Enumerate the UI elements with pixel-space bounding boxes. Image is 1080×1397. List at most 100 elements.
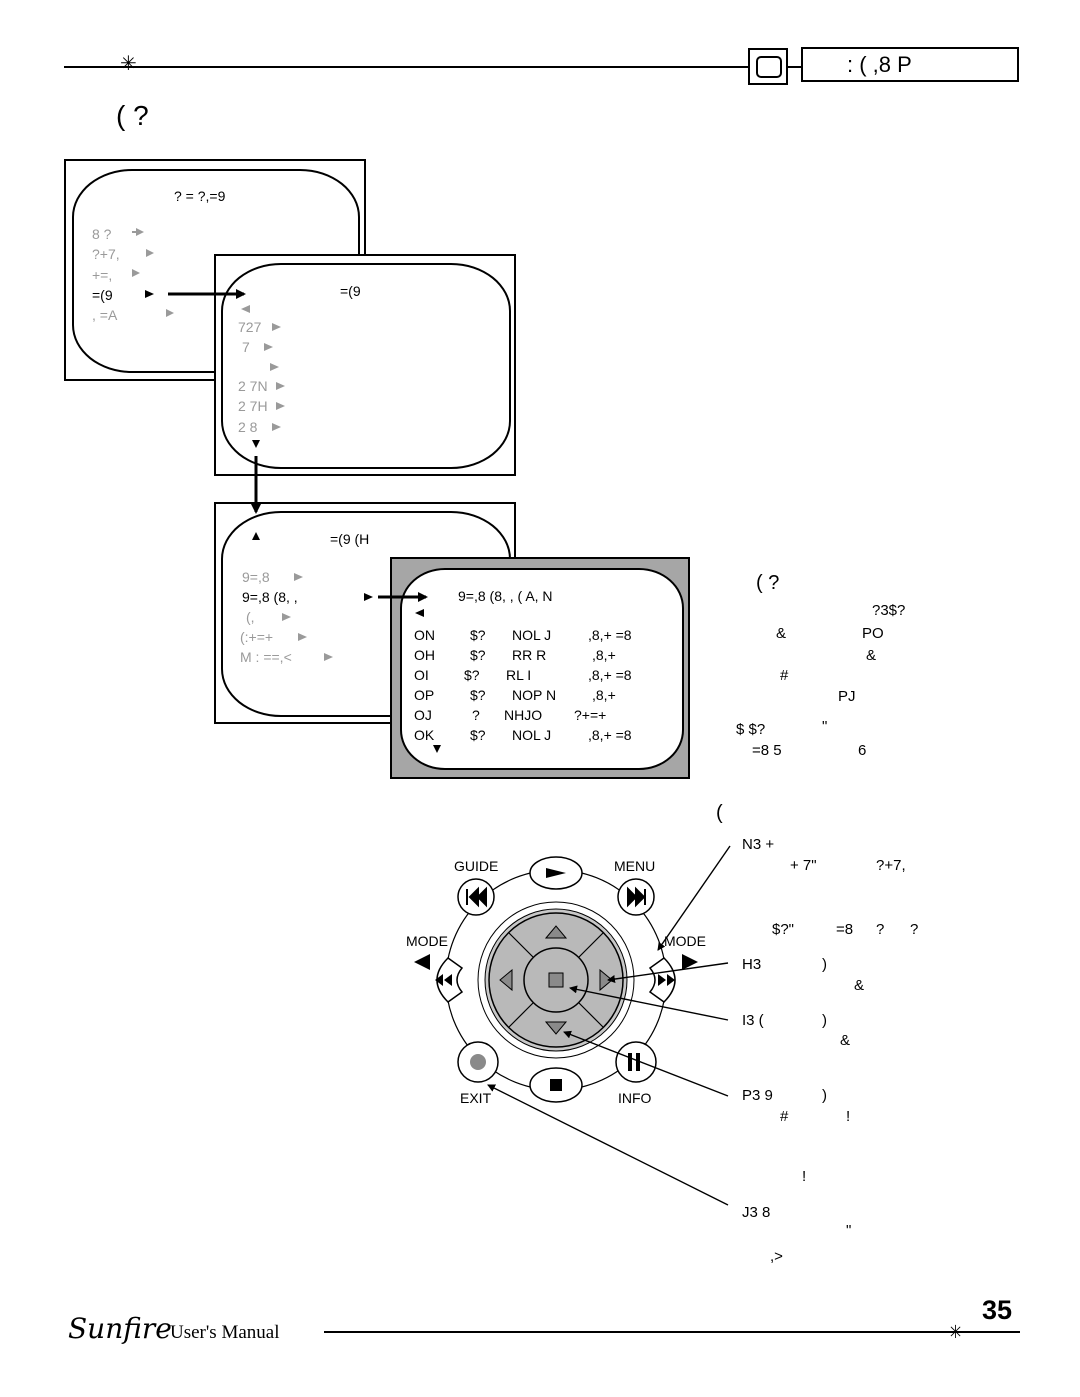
callout-lines (487, 845, 731, 1206)
right-text: & (866, 647, 877, 664)
callout-text: ) (822, 1087, 827, 1104)
mode-right-label: MODE (664, 933, 706, 949)
menu1-item: 8 ? (92, 226, 112, 242)
menu4-cell: OJ (414, 707, 432, 723)
page-number: 35 (982, 1295, 1013, 1325)
header-rule (64, 66, 754, 68)
rewind-icon (435, 974, 452, 986)
right-text: PO (862, 625, 884, 642)
menu4-cell: $? (464, 667, 480, 683)
footer-rule (324, 1331, 1020, 1333)
menu3-item: 9=,8 (242, 569, 270, 585)
right-text: $ $? (736, 721, 766, 738)
menu1-item-arrow-icons (132, 228, 174, 317)
skip-back-icon (466, 886, 487, 908)
callout-text: ! (802, 1168, 807, 1185)
right-text: & (776, 625, 787, 642)
menu4-cell: ,8,+ =8 (588, 627, 632, 643)
menu4-more-down-icon (433, 745, 441, 753)
menu4-cell: ,8,+ (592, 687, 616, 703)
menu4-cell: ?+=+ (574, 707, 607, 723)
menu1-item: +=, (92, 267, 113, 283)
menu2-item: 2 7H (238, 398, 268, 414)
callout-text: J3 8 (742, 1204, 771, 1221)
menu3-item: (:+=+ (240, 629, 274, 645)
menu-screen-2-tube (221, 263, 511, 469)
pause-icon (628, 1053, 640, 1071)
menu4-back-icon (415, 609, 424, 617)
remote-left-icon (499, 968, 513, 992)
menu4-cell: ? (472, 707, 480, 723)
menu4-cell: OP (414, 687, 435, 703)
right-heading: ( ? (756, 572, 780, 594)
menu3-selected-arrow-icon (364, 593, 373, 601)
menu1-item: ?+7, (92, 246, 120, 262)
footer-star-icon: ✳ (948, 1322, 964, 1342)
section-label: : ( ,8 P (801, 47, 1019, 82)
info-label: INFO (618, 1090, 652, 1106)
callout-text: H3 (742, 956, 762, 973)
menu2-item: 2 8 (238, 419, 258, 435)
right-text: 6 (858, 742, 867, 759)
menu4-cell: ,8,+ (592, 647, 616, 663)
callout-text: ! (846, 1108, 851, 1125)
exit-label: EXIT (460, 1090, 492, 1106)
callout-text: ) (822, 1012, 827, 1029)
record-icon (470, 1054, 486, 1070)
menu2-back-icon (241, 305, 250, 313)
menu4-cell: NOP N (512, 687, 557, 703)
callout-text: " (846, 1222, 852, 1239)
menu1-item: , =A (92, 307, 118, 323)
header-connector (786, 66, 801, 68)
right-text: ?3$? (872, 602, 906, 619)
callout-text: ? (876, 921, 885, 938)
menu2-item-arrow-icons (264, 323, 285, 431)
header-star-icon: ✳ (120, 53, 137, 75)
menu4-cell: NOL J (512, 627, 552, 643)
menu4-cell: RR R (512, 647, 547, 663)
callout-text: + 7" (790, 857, 817, 874)
remote-control (414, 856, 698, 1103)
menu2-title: =(9 (340, 283, 361, 299)
menu4-cell: OK (414, 727, 435, 743)
right-text: PJ (838, 688, 856, 705)
remote-enter-icon (548, 972, 564, 988)
menu-screen-4-tube (400, 568, 684, 770)
mode-left-label: MODE (406, 933, 448, 949)
callout-text: ? (910, 921, 919, 938)
play-icon (546, 868, 566, 878)
remote-heading: ( (716, 802, 723, 824)
callout-text: ?+7, (876, 857, 906, 874)
menu4-cell: RL I (506, 667, 532, 683)
callout-text: $?" (772, 921, 795, 938)
menu2-item: 7 (242, 339, 250, 355)
menu3-more-up-icon (252, 532, 260, 540)
right-text: # (780, 667, 789, 684)
guide-label: GUIDE (454, 858, 499, 874)
menu4-cell: $? (470, 727, 486, 743)
callout-text: I3 ( (742, 1012, 764, 1029)
callout-text: ,> (770, 1248, 783, 1265)
menu4-cell: $? (470, 687, 486, 703)
remote-up-icon (544, 925, 568, 939)
menu2-item: 727 (238, 319, 262, 335)
menu1-selected-arrow-icon (145, 290, 154, 298)
right-text: =8 5 (752, 742, 782, 759)
menu4-cell: ,8,+ =8 (588, 727, 632, 743)
callout-text: & (840, 1032, 851, 1049)
callout-text: # (780, 1108, 789, 1125)
menu2-item: 2 7N (238, 378, 268, 394)
menu4-cell: NOL J (512, 727, 552, 743)
brand-logo: Sunfire (68, 1312, 172, 1345)
menu2-more-down-icon (252, 440, 260, 448)
menu1-item-selected: =(9 (92, 287, 113, 303)
mode-right-arrow-icon (682, 954, 698, 970)
callout-text: =8 (836, 921, 854, 938)
fast-forward-icon (658, 974, 675, 986)
menu4-title: 9=,8 (8, , ( A, N (458, 588, 553, 604)
menu1-title: ? = ?,=9 (174, 188, 226, 204)
skip-forward-icon (627, 886, 646, 908)
stop-icon (550, 1079, 562, 1091)
menu-label: MENU (614, 858, 656, 874)
menu4-cell: ,8,+ =8 (588, 667, 632, 683)
